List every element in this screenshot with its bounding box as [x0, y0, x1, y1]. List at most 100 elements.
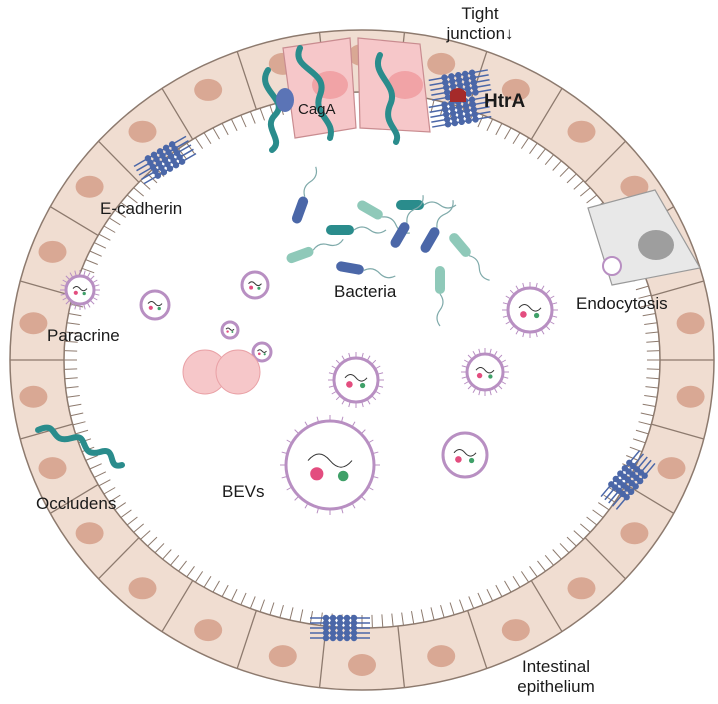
vesicle-cargo: [148, 305, 153, 310]
junction-bead: [350, 614, 358, 622]
microvillus: [170, 555, 180, 566]
microvillus: [72, 421, 86, 426]
microvillus: [75, 429, 89, 435]
microvillus: [544, 154, 554, 165]
microvillus: [449, 602, 455, 616]
microvillus: [566, 536, 577, 547]
microvillus: [103, 487, 116, 495]
cell-border: [530, 580, 563, 632]
microvillus: [230, 118, 238, 132]
microvillus: [70, 412, 84, 417]
junction-bead: [456, 108, 464, 116]
microvillus: [93, 242, 107, 249]
vesicle-dna: [475, 367, 495, 374]
junction-bead: [461, 70, 469, 78]
microvillus: [512, 132, 521, 145]
junction-bead: [343, 624, 351, 632]
microvillus: [635, 429, 649, 435]
vesicle-cargo: [476, 372, 483, 379]
junction-bead: [463, 80, 471, 87]
label-e-cadherin: E-cadherin: [100, 199, 183, 218]
microvillus: [529, 566, 538, 578]
bacterium-flagellum: [436, 293, 444, 327]
junction-bead: [464, 112, 471, 119]
vesicle-cargo: [257, 286, 261, 290]
bacterium: [336, 261, 396, 279]
junction-bead: [343, 619, 351, 627]
junction-bead: [444, 121, 452, 128]
junction-bead: [350, 634, 358, 642]
microvillus: [559, 166, 570, 177]
microvillus: [120, 509, 132, 518]
microvillus: [645, 386, 659, 389]
microvillus: [520, 571, 530, 583]
cell-nucleus: [676, 312, 705, 335]
microvillus: [644, 322, 658, 326]
vesicle-cargo: [226, 330, 229, 333]
microvillus: [140, 180, 151, 190]
microvillus: [289, 607, 294, 621]
junction-bead: [470, 79, 477, 86]
vesicle: [251, 341, 273, 363]
microvillus: [640, 303, 654, 308]
junction-bead: [469, 74, 477, 81]
microvillus: [638, 294, 652, 299]
cell-border: [584, 140, 626, 183]
microvillus: [559, 543, 570, 554]
junction-bead: [465, 117, 472, 124]
bacterium: [326, 225, 387, 235]
endocytic-nucleus: [638, 230, 674, 260]
microvillus: [645, 331, 659, 334]
microvillus: [642, 403, 656, 408]
microvillus: [140, 530, 151, 540]
junction-bead: [458, 118, 465, 126]
microvillus: [68, 403, 82, 408]
microvillus: [430, 607, 435, 621]
vesicle: [220, 320, 240, 340]
junction-bead: [455, 76, 463, 84]
microvillus: [410, 611, 415, 625]
microvillus: [580, 523, 591, 533]
microvillus: [259, 599, 265, 613]
junction-bead: [455, 103, 463, 111]
microvillus: [154, 543, 165, 554]
vesicles-group: [60, 270, 558, 515]
vesicle-cargo: [231, 331, 234, 333]
microvillus: [64, 377, 78, 380]
vesicle-cargo: [455, 456, 462, 463]
microvillus: [249, 111, 256, 124]
label-caga: CagA: [298, 101, 336, 118]
microvillus: [603, 494, 615, 503]
junction-bead: [449, 78, 456, 85]
junction-bead: [336, 629, 344, 637]
microvillus: [133, 187, 144, 197]
junction-bead: [322, 614, 330, 622]
bacterium-body: [286, 246, 314, 264]
junction-bead: [322, 619, 330, 627]
bacterium-flagellum: [406, 195, 424, 223]
junction-bead: [172, 161, 180, 169]
label-htra: HtrA: [484, 91, 526, 112]
cell-nucleus: [348, 654, 376, 676]
cell-border: [530, 88, 563, 140]
tight-junction-cluster-2: [428, 96, 492, 128]
microvillus: [178, 560, 187, 572]
microvillus: [120, 202, 132, 211]
cell-border: [236, 610, 257, 669]
bacterium: [291, 166, 318, 224]
htra-shape: [450, 88, 466, 102]
microvillus: [401, 612, 404, 626]
junction-proteins: [133, 69, 656, 642]
bacterium-body: [357, 200, 383, 220]
microvillus: [66, 394, 80, 398]
junction-bead: [632, 483, 639, 490]
bacterium: [420, 200, 454, 253]
cell-nucleus: [620, 175, 649, 198]
junction-bead: [322, 624, 330, 632]
microvillus: [240, 592, 247, 606]
cell-nucleus: [427, 52, 456, 75]
cell-border: [236, 51, 257, 110]
junction-bead: [350, 624, 358, 632]
microvillus: [642, 312, 656, 317]
epithelial-cells: [10, 32, 714, 688]
